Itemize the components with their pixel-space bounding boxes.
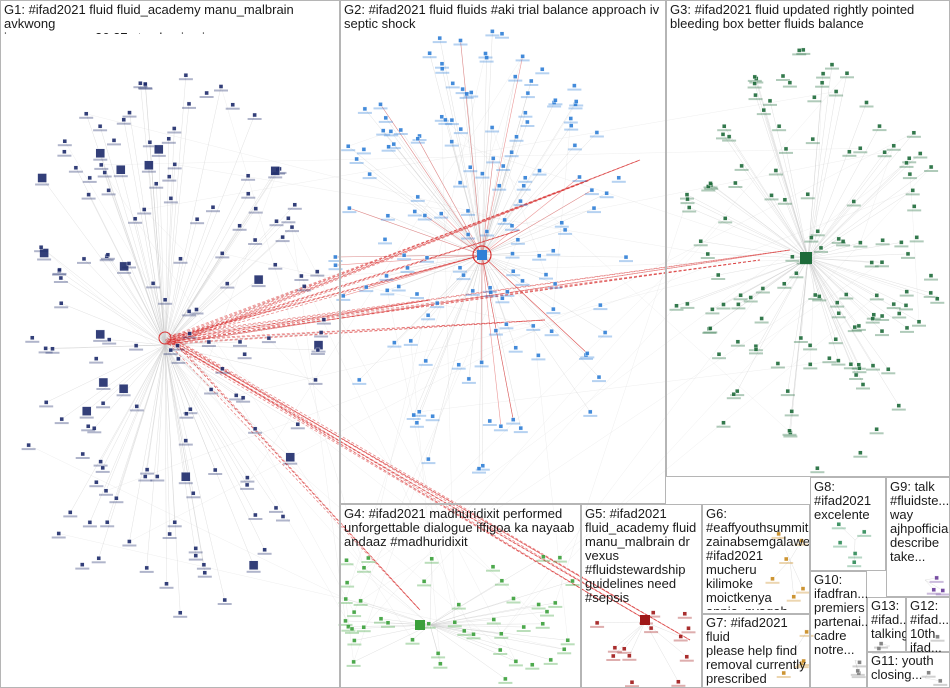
group-box-g1: [0, 0, 340, 688]
group-label-g8: G8: #ifad2021 excelente: [811, 479, 885, 525]
group-label-g6: G6: #eaffyouthsummit zainabsemgalawe #if…: [703, 506, 809, 610]
group-label-g1: G1: #ifad2021 fluid fluid_academy manu_m…: [1, 2, 339, 34]
group-label-g11: G11: youth closing...: [868, 653, 949, 686]
group-label-g13: G13: #ifad... talking: [868, 598, 906, 644]
group-label-g5: G5: #ifad2021 fluid_academy fluid manu_m…: [582, 506, 701, 606]
group-box-g3: [666, 0, 950, 477]
group-label-g3: G3: #ifad2021 fluid updated rightly poin…: [667, 2, 949, 34]
group-label-g4: G4: #ifad2021 madhuridixit performed unf…: [341, 506, 580, 552]
group-label-g12: G12: #ifad... 10th ifad...: [907, 598, 950, 652]
group-label-g2: G2: #ifad2021 fluid fluids #aki trial ba…: [341, 2, 665, 34]
group-label-g10: G10: ifadfran... premiers partenai... ca…: [811, 572, 867, 686]
group-box-g2: [340, 0, 666, 504]
group-label-g9: G9: talk #fluidste... way ajhpofficial d…: [887, 479, 949, 595]
group-label-g7: G7: #ifad2021 fluid please help find rem…: [703, 615, 809, 687]
